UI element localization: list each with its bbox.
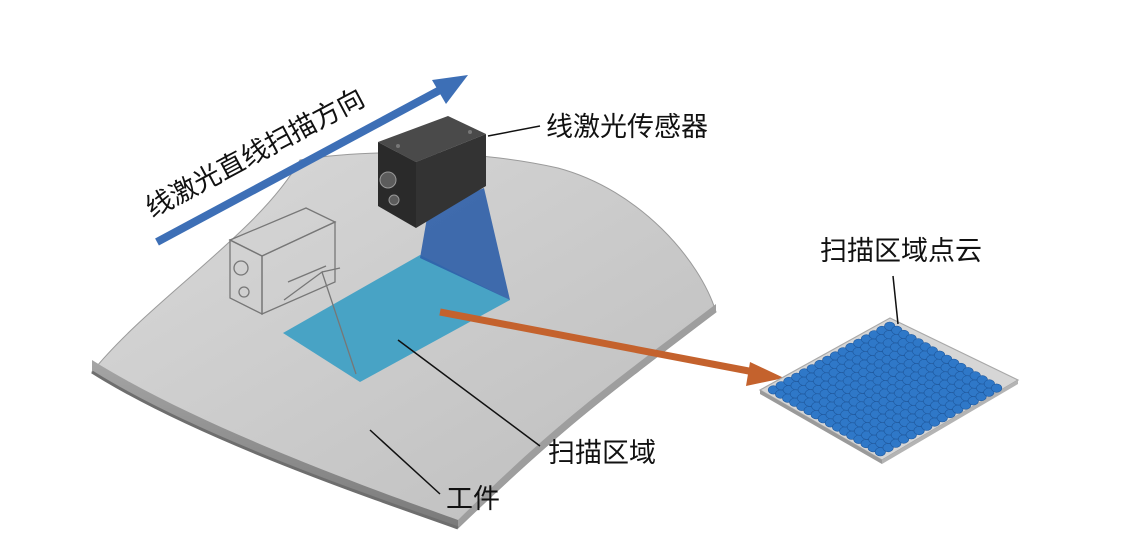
- workpiece-bottom-shadow: [91, 370, 459, 530]
- laser-line-sensor-outline-icon: [228, 207, 357, 375]
- point-cloud: [758, 317, 1020, 464]
- laser-beam: [420, 188, 510, 300]
- sensor-leader-line: [487, 125, 541, 137]
- workpiece-label: 工件: [446, 484, 500, 515]
- point-cloud-points: [767, 321, 1003, 457]
- workpiece-leader-line: [369, 429, 441, 495]
- laser-line-sensor-icon: [378, 116, 486, 228]
- workpiece-front-edge: [92, 360, 458, 528]
- scan-direction-arrow: [155, 75, 468, 246]
- point-cloud-label: 扫描区域点云: [820, 236, 982, 267]
- point-cloud-leader-line: [892, 275, 899, 325]
- point-cloud-point: [991, 383, 1003, 393]
- scan-area-leader-line: [397, 339, 541, 447]
- sensor-label: 线激光传感器: [546, 112, 708, 143]
- scan-area-label: 扫描区域: [548, 438, 656, 469]
- scan-area: [283, 255, 510, 382]
- workpiece-right-edge: [458, 304, 716, 528]
- point-cloud-link-arrow: [439, 308, 784, 386]
